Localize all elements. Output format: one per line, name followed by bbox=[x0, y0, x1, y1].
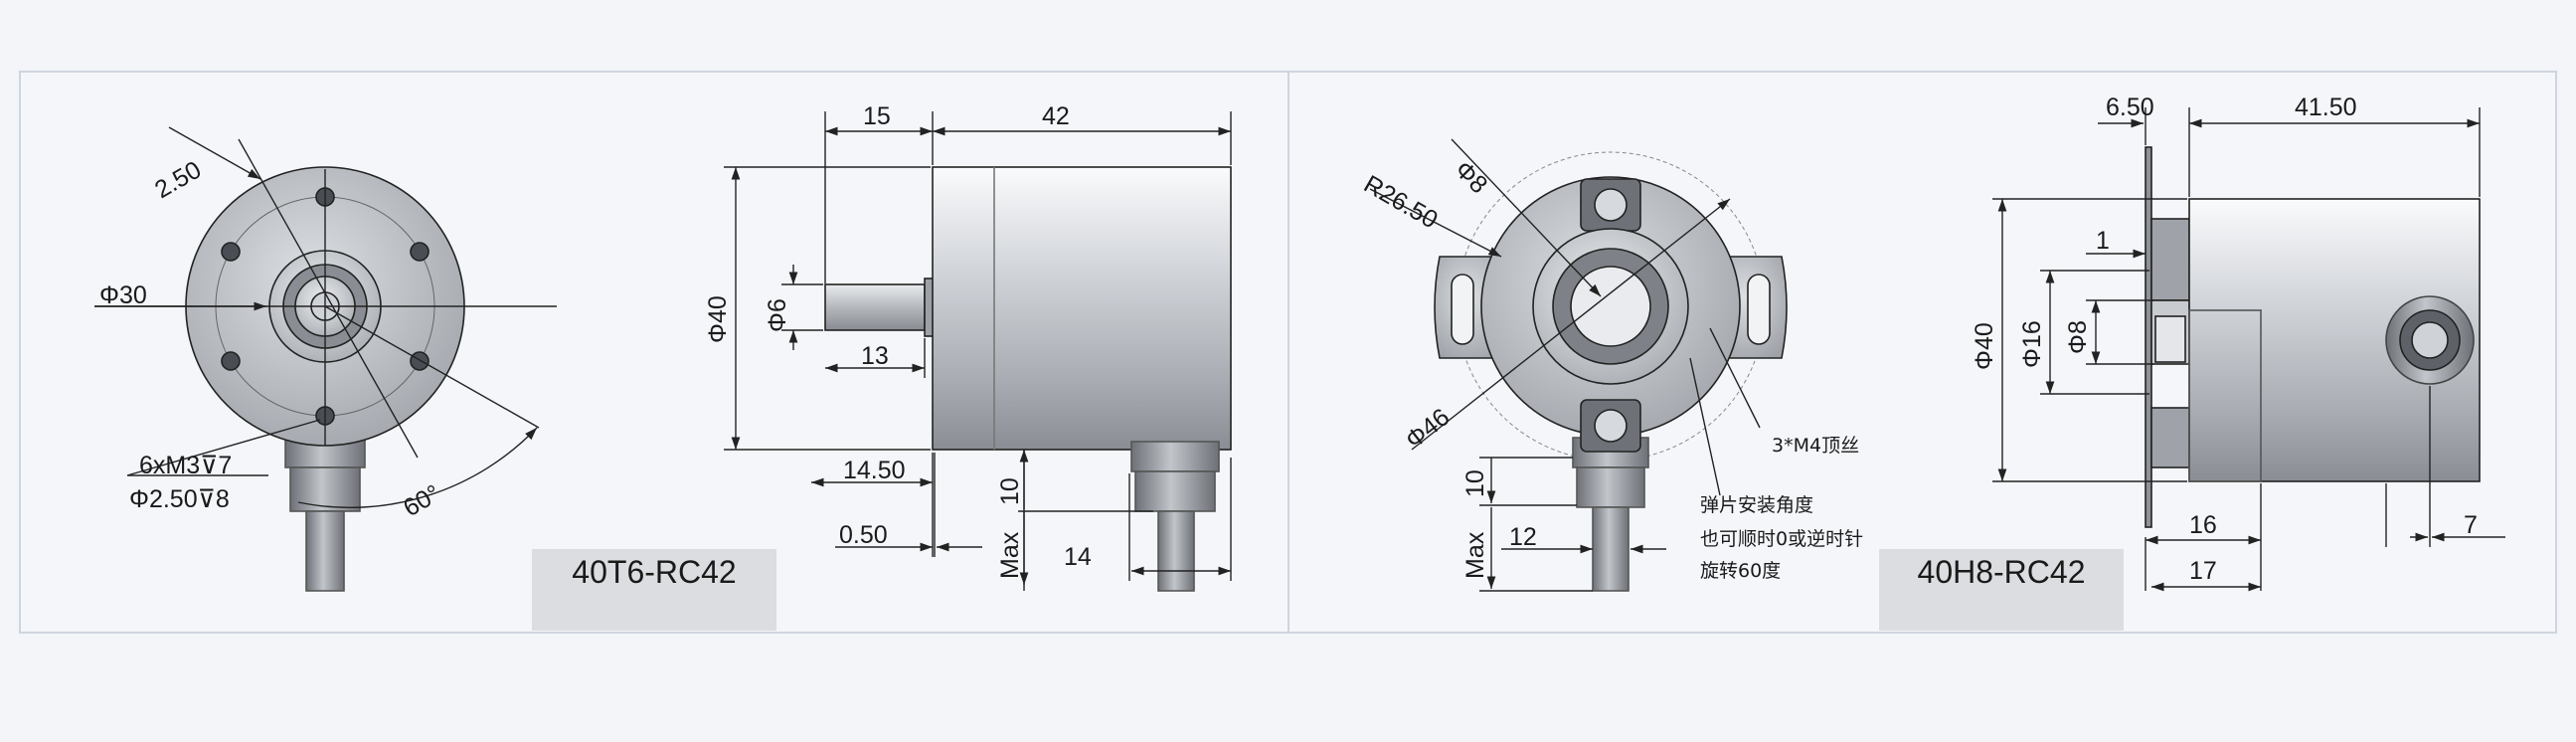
dim-13: 13 bbox=[861, 342, 889, 370]
dim-d8-side: Φ8 bbox=[2064, 320, 2092, 354]
dim-6-50: 6.50 bbox=[2106, 93, 2154, 121]
note-screw: 3*M4顶丝 bbox=[1772, 435, 1859, 457]
mount-hole bbox=[410, 351, 429, 371]
side-hub-upper bbox=[2150, 218, 2190, 301]
dim-d40: Φ40 bbox=[704, 295, 732, 343]
dim-42: 42 bbox=[1042, 102, 1070, 130]
cable bbox=[305, 510, 345, 592]
connector-pins bbox=[2411, 321, 2449, 359]
dim-hole: Φ2.50⊽8 bbox=[129, 485, 230, 513]
shaft bbox=[824, 283, 926, 331]
side-hub-lower bbox=[2150, 407, 2190, 468]
right-front-dims bbox=[1369, 138, 1761, 592]
slot-left bbox=[1451, 274, 1474, 345]
left-side-dims bbox=[724, 111, 1232, 591]
dim-12: 12 bbox=[1509, 523, 1537, 551]
right-side-dims bbox=[1992, 107, 2505, 592]
rf-cable bbox=[1592, 506, 1630, 592]
mount-hole bbox=[221, 351, 241, 371]
note-line-2: 也可顺时0或逆时针 bbox=[1700, 528, 1863, 550]
dim-d40-right: Φ40 bbox=[1971, 322, 1998, 370]
dim-10: 10 bbox=[996, 477, 1024, 505]
note-line-1: 弹片安装角度 bbox=[1700, 494, 1813, 516]
mount-hole bbox=[410, 242, 429, 262]
dim-14-50: 14.50 bbox=[843, 457, 906, 484]
dim-16: 16 bbox=[2189, 511, 2217, 539]
dim-d16: Φ16 bbox=[2018, 320, 2046, 368]
dim-15: 15 bbox=[863, 102, 891, 130]
side-bore bbox=[2154, 315, 2186, 363]
dim-10-right: 10 bbox=[1461, 469, 1489, 497]
housing bbox=[932, 166, 1232, 451]
dim-1: 1 bbox=[2096, 227, 2110, 255]
spring-plate bbox=[2145, 146, 2152, 528]
dim-0-50: 0.50 bbox=[839, 521, 888, 549]
rf-nut bbox=[1576, 466, 1645, 508]
left-front-dims bbox=[94, 126, 557, 508]
screw-bottom bbox=[1594, 409, 1628, 443]
side-nut bbox=[1134, 470, 1216, 512]
dim-7: 7 bbox=[2464, 511, 2478, 539]
dim-d30: Φ30 bbox=[99, 281, 147, 309]
dim-max: Max bbox=[996, 531, 1024, 579]
side-cable bbox=[1157, 510, 1195, 592]
left-side-view bbox=[824, 166, 1232, 592]
housing-step bbox=[2188, 309, 2262, 482]
model-label-box bbox=[532, 549, 776, 631]
dim-17: 17 bbox=[2189, 557, 2217, 585]
mount-hole bbox=[221, 242, 241, 262]
model-label-box-right bbox=[1879, 549, 2124, 631]
model-label: 40T6-RC42 bbox=[572, 554, 736, 590]
screw-top bbox=[1594, 188, 1628, 222]
model-label-right: 40H8-RC42 bbox=[1918, 554, 2086, 590]
dim-41-50: 41.50 bbox=[2295, 93, 2357, 121]
dim-14: 14 bbox=[1064, 543, 1092, 571]
right-side-view bbox=[2145, 146, 2481, 528]
dim-thread: 6xM3⊽7 bbox=[139, 452, 232, 479]
cable-nut bbox=[289, 466, 361, 512]
dim-d6: Φ6 bbox=[764, 298, 791, 332]
note-line-3: 旋转60度 bbox=[1700, 560, 1781, 582]
slot-right bbox=[1747, 274, 1771, 345]
dim-max-right: Max bbox=[1461, 531, 1489, 579]
side-gland bbox=[1130, 441, 1220, 472]
